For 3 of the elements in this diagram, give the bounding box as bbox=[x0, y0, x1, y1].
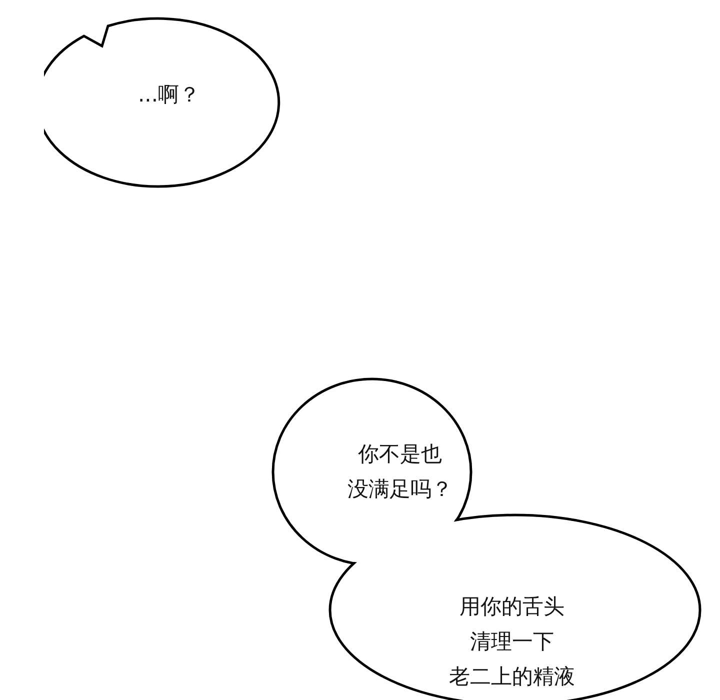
dialogue-text: 用你的舌头清理一下老二上的精液 bbox=[449, 594, 575, 690]
dialogue-text: 你不是也没满足吗？ bbox=[348, 441, 452, 503]
dialogue-text: ...啊？ bbox=[138, 82, 200, 108]
